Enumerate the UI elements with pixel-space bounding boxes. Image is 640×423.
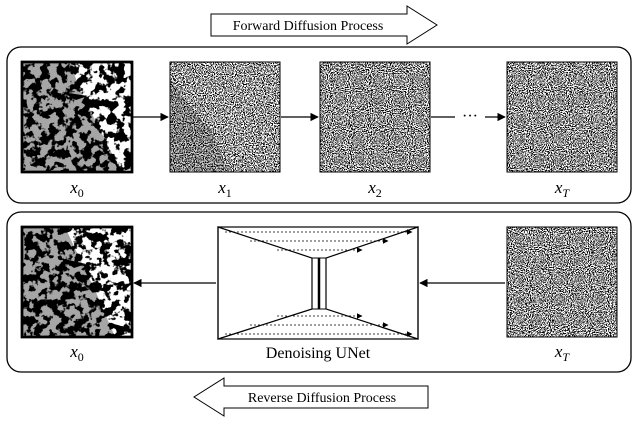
- frame-x2: [319, 61, 431, 173]
- frame-x1: [169, 61, 281, 173]
- frame-x0-reverse: [20, 225, 134, 339]
- forward-banner: Forward Diffusion Process: [210, 5, 438, 45]
- reverse-banner: Reverse Diffusion Process: [193, 377, 429, 417]
- frame-x0-forward: [20, 60, 134, 174]
- label-xT-forward: xT: [554, 178, 571, 200]
- frame-xT-forward: [506, 61, 618, 173]
- ellipsis: ···: [462, 108, 478, 125]
- label-xT-reverse: xT: [554, 342, 571, 364]
- forward-panel: [6, 46, 632, 204]
- reverse-panel: [6, 211, 632, 373]
- label-x1: x1: [217, 178, 232, 200]
- label-x2: x2: [367, 178, 382, 200]
- forward-banner-label: Forward Diffusion Process: [233, 19, 384, 34]
- label-x0-forward: x0: [69, 178, 84, 200]
- reverse-banner-label: Reverse Diffusion Process: [248, 391, 396, 406]
- unet-label: Denoising UNet: [266, 345, 371, 362]
- unet-block: [217, 226, 419, 340]
- frame-xT-reverse: [506, 226, 618, 338]
- label-x0-reverse: x0: [69, 342, 84, 364]
